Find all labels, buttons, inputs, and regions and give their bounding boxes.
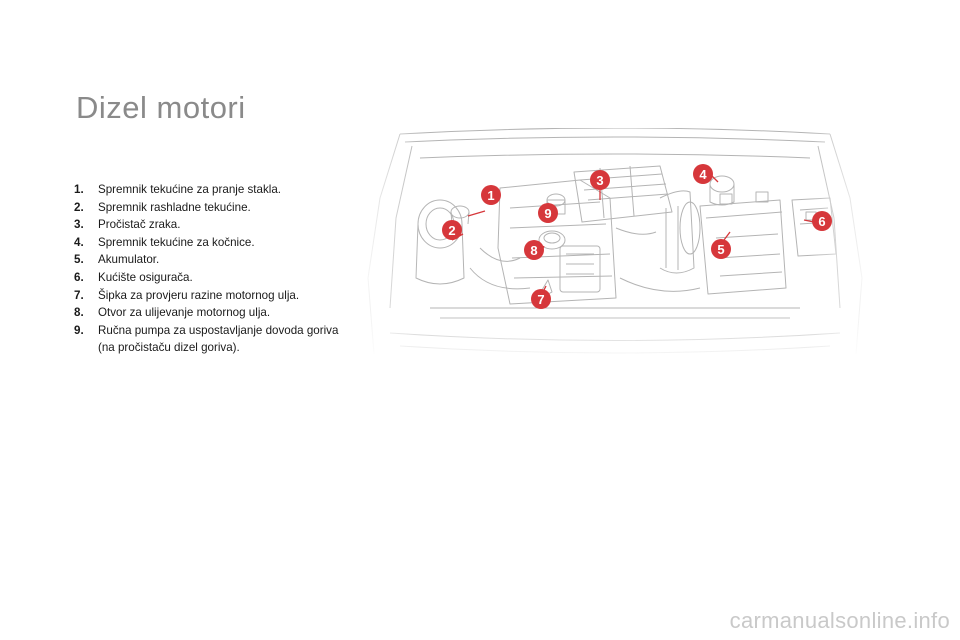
legend-item: 8. Otvor za ulijevanje motornog ulja. [74, 304, 344, 322]
legend-list: 1. Spremnik tekućine za pranje stakla. 2.… [74, 181, 344, 357]
legend-item: 2. Spremnik rashladne tekućine. [74, 199, 344, 217]
legend-item: 3. Pročistač zraka. [74, 216, 344, 234]
legend-text: Akumulator. [98, 253, 160, 267]
legend-item: 9. Ručna pumpa za uspostavljanje dovoda g… [74, 322, 344, 357]
legend-text: Kućište osigurača. [98, 270, 193, 284]
legend-text: Spremnik tekućine za pranje stakla. [98, 183, 282, 196]
legend-text: Otvor za ulijevanje motornog ulja. [98, 306, 271, 320]
callout-7-circle [531, 289, 551, 309]
legend-number: 3. [74, 218, 84, 232]
callout-7: 7 [531, 285, 551, 309]
legend-number: 2. [74, 200, 84, 214]
callout-9-label: 9 [544, 206, 551, 221]
callout-1-label: 1 [487, 188, 494, 203]
legend-text: Šipka za provjeru razine motornog ulja. [98, 288, 300, 302]
legend-number: 5. [74, 253, 84, 267]
callout-5: 5 [711, 231, 731, 259]
callout-2-circle [442, 220, 462, 240]
legend-text: Pročistač zraka. [98, 218, 181, 232]
legend-number: 1. [74, 183, 84, 196]
callout-9: 9 [538, 203, 558, 223]
callout-9-circle [538, 203, 558, 223]
callout-6-circle [812, 211, 832, 231]
engine-bay-diagram: 1 2 3 4 5 6 7 8 9 [360, 128, 870, 360]
callout-4-circle [693, 164, 713, 184]
callout-4-label: 4 [699, 167, 707, 182]
legend-text: Spremnik rashladne tekućine. [98, 200, 251, 214]
legend-number: 7. [74, 288, 84, 302]
legend-item: 1. Spremnik tekućine za pranje stakla. [74, 181, 344, 199]
callout-7-label: 7 [537, 292, 544, 307]
callout-3-circle [590, 170, 610, 190]
callout-3-label: 3 [596, 173, 603, 188]
legend-text: Ručna pumpa za uspostavljanje dovoda gor… [98, 323, 339, 355]
callout-4: 4 [693, 164, 719, 184]
legend-number: 6. [74, 270, 84, 284]
legend-number: 8. [74, 306, 84, 320]
callout-3: 3 [590, 170, 610, 200]
watermark: carmanualsonline.info [729, 608, 950, 633]
page-title: Dizel motori [76, 90, 246, 125]
callout-8-circle [524, 240, 544, 260]
callout-6: 6 [803, 211, 832, 231]
legend-text: Spremnik tekućine za kočnice. [98, 235, 255, 249]
legend-item: 5. Akumulator. [74, 251, 344, 269]
legend-item: 7. Šipka za provjeru razine motornog ulja… [74, 287, 344, 305]
callout-8-label: 8 [530, 243, 537, 258]
callout-6-label: 6 [818, 214, 825, 229]
legend-number: 9. [74, 323, 84, 337]
callout-1: 1 [467, 185, 501, 217]
legend-number: 4. [74, 235, 84, 249]
callout-2: 2 [442, 220, 464, 241]
legend-item: 6. Kućište osigurača. [74, 269, 344, 287]
callout-1-circle [481, 185, 501, 205]
callout-5-label: 5 [717, 242, 724, 257]
callout-2-label: 2 [448, 223, 455, 238]
callout-5-circle [711, 239, 731, 259]
legend-item: 4. Spremnik tekućine za kočnice. [74, 234, 344, 252]
callout-8: 8 [524, 240, 545, 260]
